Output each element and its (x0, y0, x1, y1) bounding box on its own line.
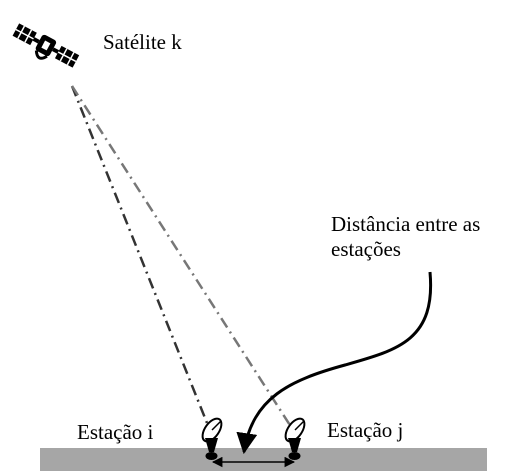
satellite-icon (12, 23, 80, 68)
satellite-label: Satélite k (103, 30, 182, 54)
ground-bar (40, 448, 487, 471)
distance-label-line-1: Distância entre as (331, 212, 481, 236)
distance-label-line-2: estações (331, 237, 401, 262)
signal-ray-station-i (70, 85, 213, 434)
distance-label: Distância entre as estações (331, 212, 480, 262)
antenna-dish-icon-station-i (201, 417, 223, 460)
station-j-label: Estação j (327, 418, 404, 442)
station-i-label: Estação i (77, 420, 154, 444)
distance-callout-leader (236, 271, 433, 455)
signal-ray-station-j (70, 85, 297, 434)
